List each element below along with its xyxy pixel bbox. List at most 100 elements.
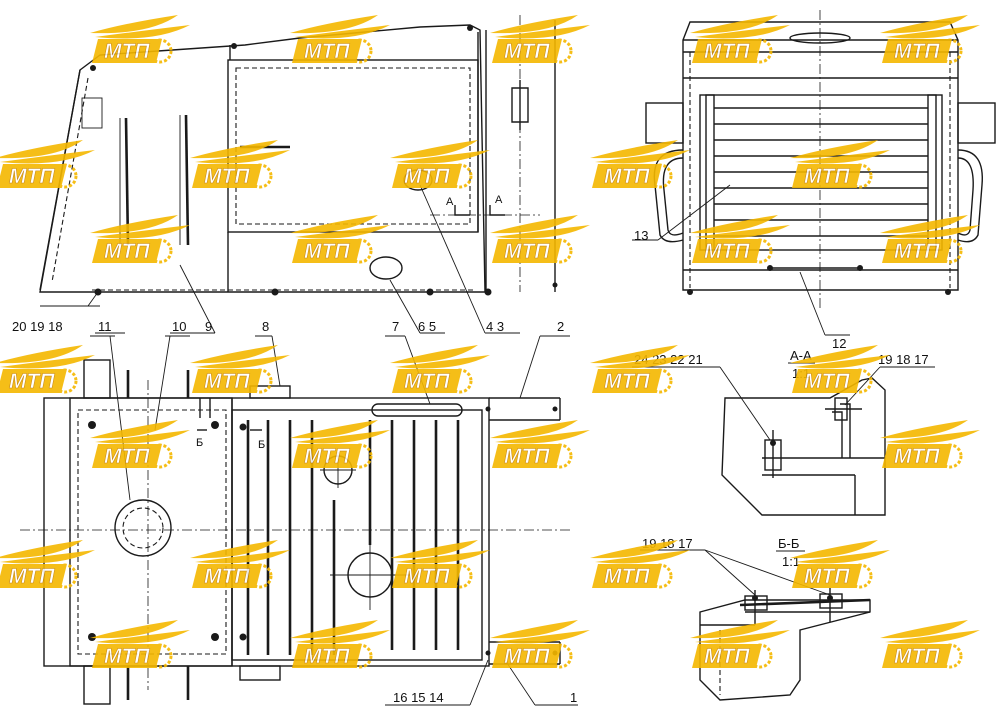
watermark-badge (392, 369, 462, 393)
watermark-gear-icon (747, 643, 773, 669)
watermark-gear-icon (937, 38, 963, 64)
watermark-wing (190, 345, 290, 369)
section-a-mark-left: A (446, 196, 454, 208)
watermark-text: МТП (804, 565, 850, 588)
watermark-text: МТП (204, 370, 250, 393)
watermark-logo: МТП (690, 15, 790, 64)
watermark-wing (790, 140, 890, 164)
watermark-text: МТП (604, 370, 650, 393)
watermark-badge (92, 239, 162, 263)
watermark-badge (492, 444, 562, 468)
watermark-badge (692, 644, 762, 668)
watermark-gear-icon (52, 368, 78, 394)
watermark-text: МТП (704, 645, 750, 668)
callout-19-18-17-aa: 19 18 17 (878, 352, 929, 367)
watermark-gear-icon (347, 238, 373, 264)
watermark-badge (192, 369, 262, 393)
watermark-text: МТП (604, 565, 650, 588)
watermark-wing (880, 420, 980, 444)
watermark-text: МТП (304, 645, 350, 668)
watermark-logo: МТП (880, 620, 980, 669)
callout-1: 1 (570, 690, 577, 705)
watermark-gear-icon (547, 643, 573, 669)
watermark-logo: МТП (290, 15, 390, 64)
callout-20-19-18: 20 19 18 (12, 319, 63, 334)
watermark-badge (882, 444, 952, 468)
watermark-wing (880, 620, 980, 644)
watermark-badge (0, 564, 67, 588)
watermark-logo: МТП (490, 420, 590, 469)
watermark-text: МТП (104, 445, 150, 468)
watermark-text: МТП (894, 40, 940, 63)
watermark-gear-icon (547, 238, 573, 264)
watermark-logo: МТП (590, 140, 690, 189)
watermark-gear-icon (847, 368, 873, 394)
watermark-text: МТП (404, 370, 450, 393)
watermark-badge (592, 564, 662, 588)
watermark-wing (90, 215, 190, 239)
watermark-logo: МТП (790, 345, 890, 394)
watermark-logo: МТП (690, 215, 790, 264)
watermark-text: МТП (704, 40, 750, 63)
watermark-badge (592, 164, 662, 188)
callout-12: 12 (832, 336, 846, 351)
watermark-text: МТП (9, 565, 55, 588)
watermark-badge (0, 369, 67, 393)
watermark-wing (590, 345, 690, 369)
watermark-wing (0, 345, 95, 369)
watermark-wing (880, 215, 980, 239)
watermark-text: МТП (804, 165, 850, 188)
watermark-gear-icon (937, 643, 963, 669)
watermark-badge (492, 39, 562, 63)
watermark-badge (692, 39, 762, 63)
watermark-gear-icon (52, 163, 78, 189)
watermark-badge (392, 564, 462, 588)
watermark-gear-icon (937, 238, 963, 264)
watermark-badge (292, 239, 362, 263)
watermark-gear-icon (347, 443, 373, 469)
callout-2: 2 (557, 319, 564, 334)
watermark-text: МТП (804, 370, 850, 393)
watermark-badge (792, 564, 862, 588)
watermark-logo: МТП (190, 140, 290, 189)
watermark-text: МТП (604, 165, 650, 188)
watermark-logo: МТП (190, 345, 290, 394)
watermark-logo: МТП (790, 140, 890, 189)
watermark-logo: МТП (490, 15, 590, 64)
watermark-wing (590, 540, 690, 564)
watermark-logo: МТП (590, 540, 690, 589)
watermark-gear-icon (147, 238, 173, 264)
watermark-badge (0, 164, 67, 188)
watermark-logo: МТП (390, 540, 490, 589)
watermark-badge (192, 164, 262, 188)
watermark-gear-icon (447, 563, 473, 589)
watermark-wing (190, 140, 290, 164)
section-a-mark-right: A (495, 194, 503, 206)
watermark-logo: МТП (590, 345, 690, 394)
watermark-logo: МТП (0, 140, 95, 189)
watermark-wing (490, 420, 590, 444)
watermark-logo: МТП (0, 540, 95, 589)
watermark-text: МТП (404, 565, 450, 588)
watermark-gear-icon (247, 368, 273, 394)
watermark-logo: МТП (90, 15, 190, 64)
watermark-wing (0, 540, 95, 564)
watermark-text: МТП (404, 165, 450, 188)
callout-13: 13 (634, 228, 648, 243)
watermark-logo: МТП (90, 420, 190, 469)
callout-16-15-14: 16 15 14 (393, 690, 444, 705)
watermark-wing (690, 215, 790, 239)
watermark-badge (492, 239, 562, 263)
watermark-logo: МТП (790, 540, 890, 589)
watermark-badge (692, 239, 762, 263)
watermark-text: МТП (304, 40, 350, 63)
watermark-logo: МТП (690, 620, 790, 669)
watermark-badge (92, 39, 162, 63)
watermark-logo: МТП (90, 620, 190, 669)
watermark-text: МТП (504, 240, 550, 263)
watermark-text: МТП (504, 40, 550, 63)
watermark-gear-icon (847, 563, 873, 589)
watermark-gear-icon (937, 443, 963, 469)
watermark-wing (590, 140, 690, 164)
